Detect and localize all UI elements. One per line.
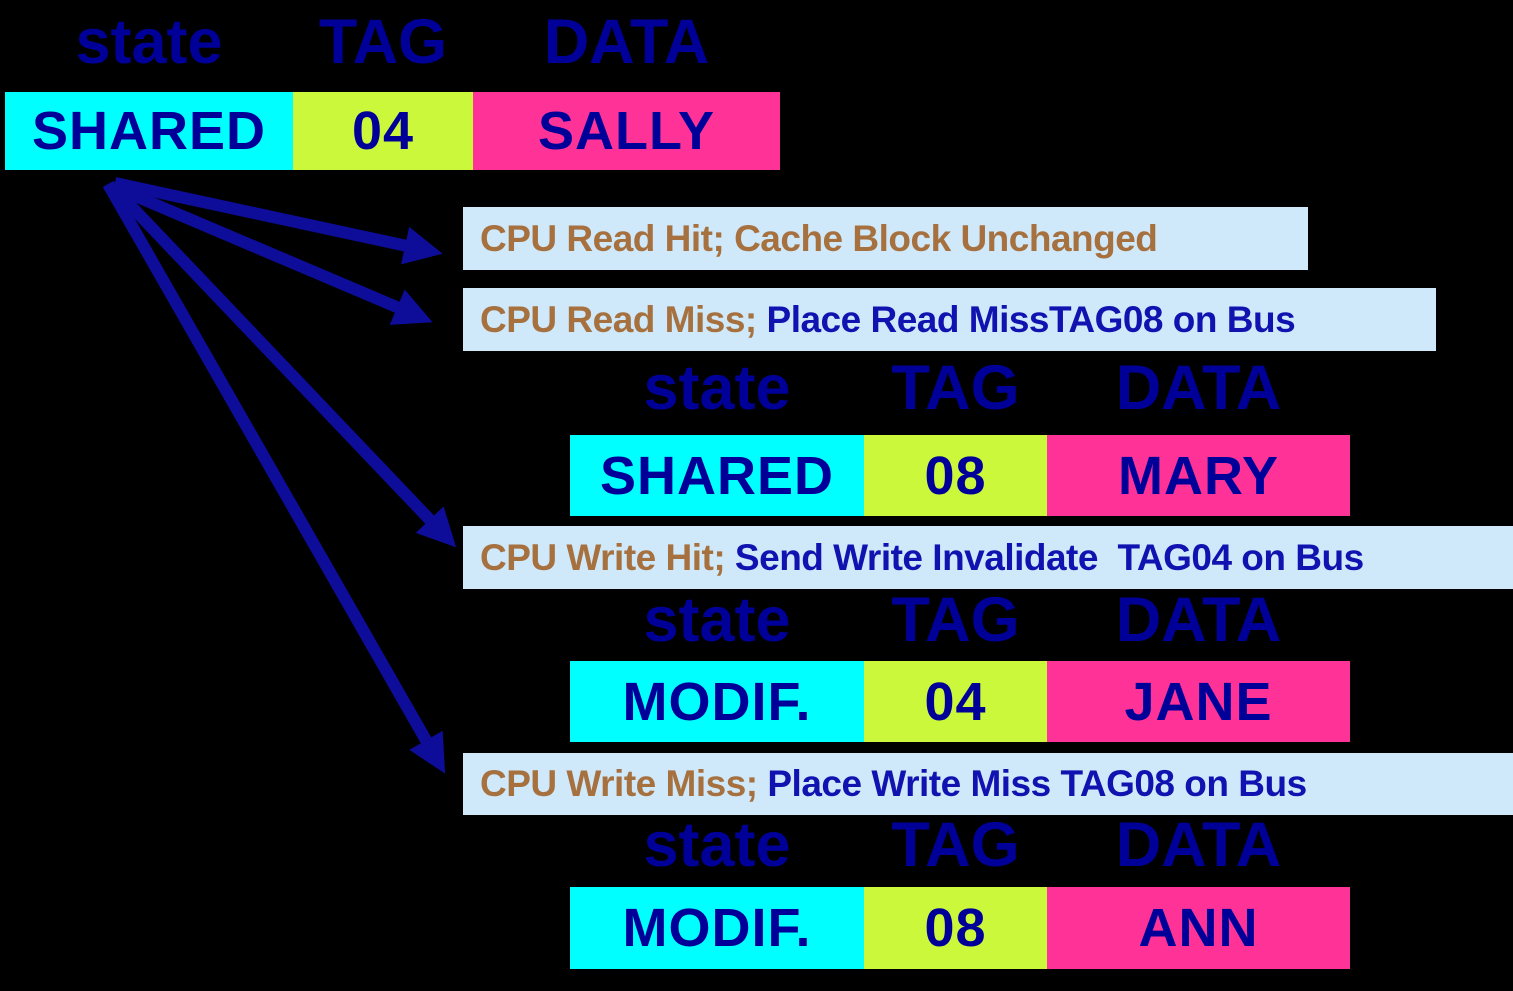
event-trigger: CPU Write Miss; [480,763,758,804]
column-header-tag: TAG [891,585,1020,655]
state-cell: SHARED [570,435,864,516]
state-cell: MODIF. [570,661,864,742]
event-trigger: CPU Read Miss; [480,298,757,340]
column-headers: state TAG DATA [570,810,1350,880]
data-cell: ANN [1047,887,1350,969]
column-header-data: DATA [543,7,710,77]
tag-cell: 04 [293,92,473,170]
column-header-state: state [643,585,791,655]
column-header-state: state [643,810,791,880]
column-headers: state TAG DATA [570,585,1350,655]
tag-cell: 08 [864,435,1047,516]
arrow-to-write-miss [102,181,446,774]
event-box-write-miss: CPU Write Miss; Place Write Miss TAG08 o… [463,753,1513,815]
cache-block-row: MODIF. 04 JANE [570,661,1350,742]
column-header-state: state [643,353,791,423]
data-cell: SALLY [473,92,780,170]
event-box-read-miss: CPU Read Miss; Place Read MissTAG08 on B… [463,288,1436,351]
column-headers: state TAG DATA [5,7,780,77]
event-trigger: CPU Write Hit; [480,536,726,578]
cache-block-row: SHARED 08 MARY [570,435,1350,516]
event-action: Send Write Invalidate TAG04 on Bus [725,536,1364,578]
column-header-tag: TAG [318,7,448,77]
event-box-read-hit: CPU Read Hit; Cache Block Unchanged [463,207,1308,270]
event-action: Place Read MissTAG08 on Bus [756,298,1296,340]
column-headers: state TAG DATA [570,353,1350,423]
arrow-to-read-hit [113,177,443,265]
event-trigger: CPU Read Hit; Cache Block Unchanged [480,217,1158,259]
event-box-write-hit: CPU Write Hit; Send Write Invalidate TAG… [463,526,1513,589]
tag-cell: 08 [864,887,1047,969]
column-header-data: DATA [1115,585,1282,655]
cache-block-row: MODIF. 08 ANN [570,887,1350,969]
column-header-tag: TAG [891,810,1020,880]
column-header-state: state [75,7,223,77]
column-header-tag: TAG [891,353,1020,423]
state-cell: SHARED [5,92,293,170]
tag-cell: 04 [864,661,1047,742]
state-cell: MODIF. [570,887,864,969]
arrow-to-read-miss [111,181,433,325]
column-header-data: DATA [1115,810,1282,880]
data-cell: MARY [1047,435,1350,516]
arrow-to-write-hit [106,180,457,548]
column-header-data: DATA [1115,353,1282,423]
event-action: Place Write Miss TAG08 on Bus [757,763,1307,804]
cache-block-row: SHARED 04 SALLY [5,92,780,170]
data-cell: JANE [1047,661,1350,742]
